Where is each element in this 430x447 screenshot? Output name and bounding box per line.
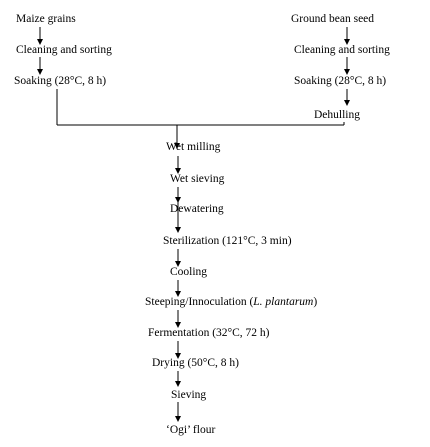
bean-cleaning-label: Cleaning and sorting <box>294 44 390 56</box>
arrowhead-dewatering <box>175 227 181 233</box>
wet-sieving-label: Wet sieving <box>170 173 225 185</box>
arrowhead-sterilization <box>175 261 181 267</box>
cooling-label: Cooling <box>170 266 207 278</box>
sieving-label: Sieving <box>171 389 206 401</box>
wet-milling-label: Wet milling <box>166 141 221 153</box>
maize-cleaning-label: Cleaning and sorting <box>16 44 112 56</box>
dewatering-label: Dewatering <box>170 203 224 215</box>
final-product-label: ‘Ogi’ flour <box>166 424 215 436</box>
bean-seed-label: Ground bean seed <box>291 13 374 25</box>
drying-label: Drying (50°C, 8 h) <box>152 357 239 369</box>
arrowhead-steeping <box>175 322 181 328</box>
fermentation-label: Fermentation (32°C, 72 h) <box>148 327 270 339</box>
steeping-organism: L. plantarum <box>252 296 313 308</box>
bean-dehulling-label: Dehulling <box>314 109 360 121</box>
arrowhead-cooling <box>175 291 181 297</box>
bean-arrowhead-1 <box>344 39 350 45</box>
bean-soaking-label: Soaking (28°C, 8 h) <box>294 75 386 87</box>
steeping-suffix: ) <box>313 296 317 308</box>
arrowhead-sieving <box>175 416 181 422</box>
maize-soaking-label: Soaking (28°C, 8 h) <box>14 75 106 87</box>
arrowhead-drying <box>175 381 181 387</box>
steeping-label: Steeping/Innoculation (L. plantarum) <box>145 296 317 308</box>
arrowhead-wet-milling <box>175 168 181 174</box>
merge-arrowhead <box>174 143 180 149</box>
maize-grains-label: Maize grains <box>16 13 76 25</box>
steeping-prefix: Steeping/Innoculation ( <box>145 296 253 308</box>
maize-arrowhead-1 <box>37 39 43 45</box>
maize-arrowhead-2 <box>37 69 43 75</box>
sterilization-label: Sterilization (121°C, 3 min) <box>163 235 292 247</box>
bean-arrowhead-3 <box>344 100 350 106</box>
arrowhead-fermentation <box>175 353 181 359</box>
bean-arrowhead-2 <box>344 69 350 75</box>
